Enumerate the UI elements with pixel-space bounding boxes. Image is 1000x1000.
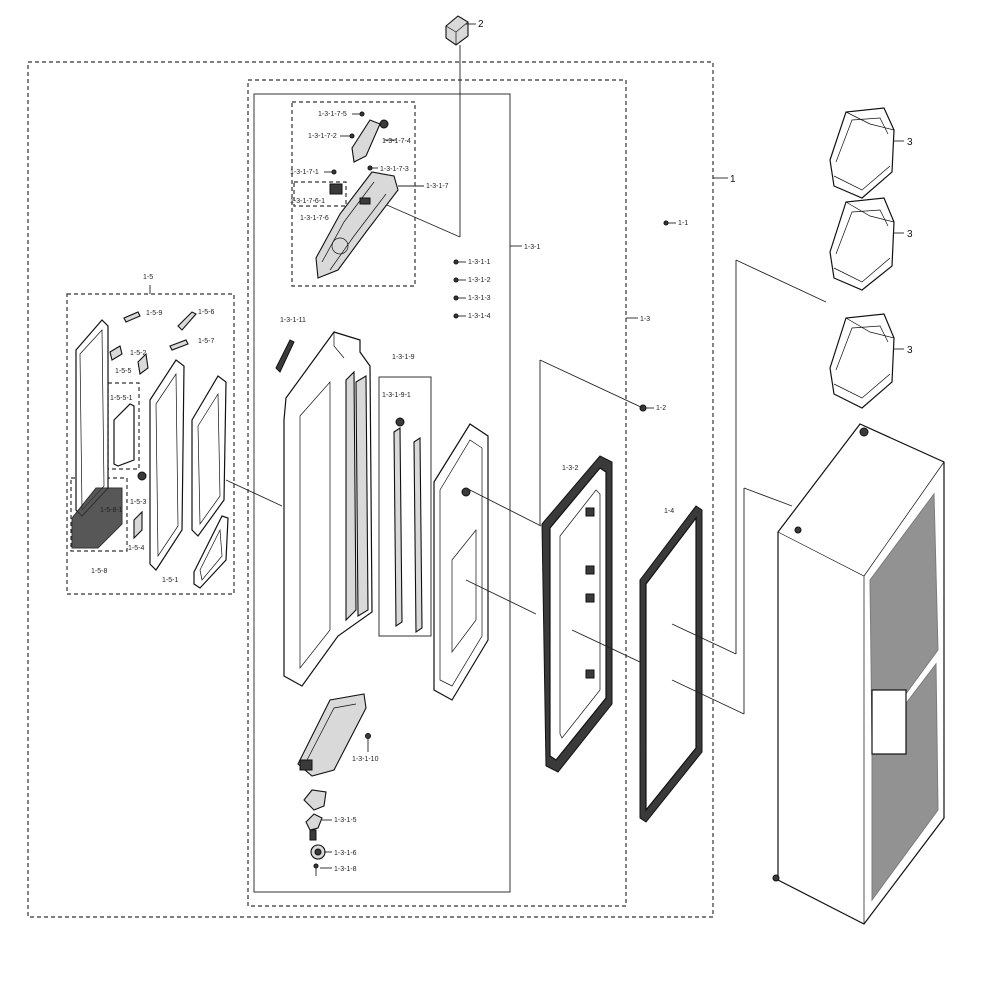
label-1-3-1-7-4: 1-3-1-7-4 <box>382 138 411 145</box>
label-1-3-1-7-3: 1-3-1-7-3 <box>380 166 409 173</box>
part-3-bin-bottom <box>829 313 895 409</box>
part-3-bin-middle <box>829 197 895 291</box>
label-1-3-1-7-2: 1-3-1-7-2 <box>308 133 337 140</box>
part-1-3-1-5-pin <box>305 813 323 841</box>
label-1-3-1-7: 1-3-1-7 <box>426 183 449 190</box>
group-1-3-1-9-boundary <box>378 376 432 637</box>
part-1-3-1-9-strips <box>393 417 423 634</box>
label-1-5-3: 1-5-3 <box>130 499 146 506</box>
part-2-cap <box>445 15 469 46</box>
part-1-4-gasket <box>639 505 703 823</box>
label-1-3-1-4: 1-3-1-4 <box>468 313 491 320</box>
screws-1-3-1-7 <box>324 111 378 175</box>
label-1-5-5: 1-5-5 <box>115 368 131 375</box>
label-1-3: 1-3 <box>640 316 650 323</box>
label-1-3-1-6: 1-3-1-6 <box>334 850 357 857</box>
label-1-3-1: 1-3-1 <box>524 244 540 251</box>
label-3-middle: 3 <box>907 229 913 240</box>
label-1-2: 1-2 <box>656 405 666 412</box>
label-1-1: 1-1 <box>678 220 688 227</box>
part-1-3-1-10-lower-hinge <box>297 693 367 777</box>
part-1-5-3-knob <box>137 471 147 481</box>
refrigerator-cabinet <box>772 423 945 925</box>
label-1-3-1-2: 1-3-1-2 <box>468 277 491 284</box>
label-3-bottom: 3 <box>907 345 913 356</box>
group-1-5-boundary <box>66 293 235 595</box>
label-1-3-2: 1-3-2 <box>562 465 578 472</box>
part-1-3-1-door-liner <box>283 331 373 687</box>
label-1: 1 <box>730 174 736 185</box>
label-1-4: 1-4 <box>664 508 674 515</box>
part-1-5-5-1-board <box>113 403 135 467</box>
label-2: 2 <box>478 19 484 30</box>
part-1-5-frame-b <box>191 375 227 537</box>
label-1-5-9: 1-5-9 <box>146 310 162 317</box>
label-1-3-1-9-1: 1-3-1-9-1 <box>382 392 411 399</box>
label-1-5-7: 1-5-7 <box>198 338 214 345</box>
label-1-3-1-3: 1-3-1-3 <box>468 295 491 302</box>
part-1-3-1-7-4-hinge-bracket <box>351 119 389 163</box>
label-1-3-1-10: 1-3-1-10 <box>352 756 379 763</box>
label-1-3-1-7-1: 1-3-1-7-1 <box>290 169 319 176</box>
group-1-3-1-7-6-boundary <box>293 181 347 207</box>
label-1-5-4: 1-5-4 <box>128 545 144 552</box>
part-1-3-1-11-bar <box>275 339 295 373</box>
labels: 1 1-1 1-2 1-3 1-3-1 1-3-1-1 1-3-1-2 1-3-… <box>91 19 913 873</box>
part-3-bin-top <box>829 107 895 199</box>
part-1-5-4-clip <box>133 510 143 540</box>
part-1-5-2-clip <box>137 352 149 375</box>
part-1-1-screw <box>663 220 669 226</box>
label-1-5-5-1: 1-5-5-1 <box>110 395 133 402</box>
part-door-inner-panel <box>433 423 489 701</box>
label-1-3-1-11: 1-3-1-11 <box>280 317 306 324</box>
label-1-5-8-1: 1-5-8-1 <box>100 507 123 514</box>
part-1-5-front-panel <box>75 319 109 517</box>
label-1-3-1-8: 1-3-1-8 <box>334 866 357 873</box>
part-1-3-1-6-wheel <box>310 844 326 860</box>
label-1-3-1-7-6: 1-3-1-7-6 <box>300 215 329 222</box>
group-1-3-boundary <box>247 79 627 907</box>
part-1-5-1-pcb <box>193 515 229 589</box>
label-1-3-1-1: 1-3-1-1 <box>468 259 491 266</box>
label-1-3-1-5: 1-3-1-5 <box>334 817 357 824</box>
part-1-5-8-1-grille <box>71 487 123 549</box>
group-1-3-1-7-boundary <box>291 101 416 287</box>
label-1-5-1: 1-5-1 <box>162 577 178 584</box>
screws-1-5 <box>109 311 197 361</box>
part-1-3-1-8-screw <box>313 863 319 876</box>
label-1-5-2: 1-5-2 <box>130 350 146 357</box>
screws-1-3-1-1-to-4 <box>453 259 466 319</box>
label-3-top: 3 <box>907 137 913 148</box>
part-1-3-1-5-bracket <box>303 789 327 811</box>
part-1-5-frame-a <box>149 359 185 571</box>
label-1-5: 1-5 <box>143 274 153 281</box>
label-1-3-1-7-5: 1-3-1-7-5 <box>318 111 347 118</box>
part-1-3-1-7-6-gear <box>329 183 343 195</box>
part-1-3-1-7-hinge-cover <box>315 171 399 279</box>
label-1-3-1-7-6-1: 1-3-1-7-6-1 <box>290 198 325 205</box>
label-1-5-8: 1-5-8 <box>91 568 107 575</box>
label-1-5-6: 1-5-6 <box>198 309 214 316</box>
part-1-3-2-door-frame <box>541 455 613 773</box>
label-1-3-1-9: 1-3-1-9 <box>392 354 415 361</box>
